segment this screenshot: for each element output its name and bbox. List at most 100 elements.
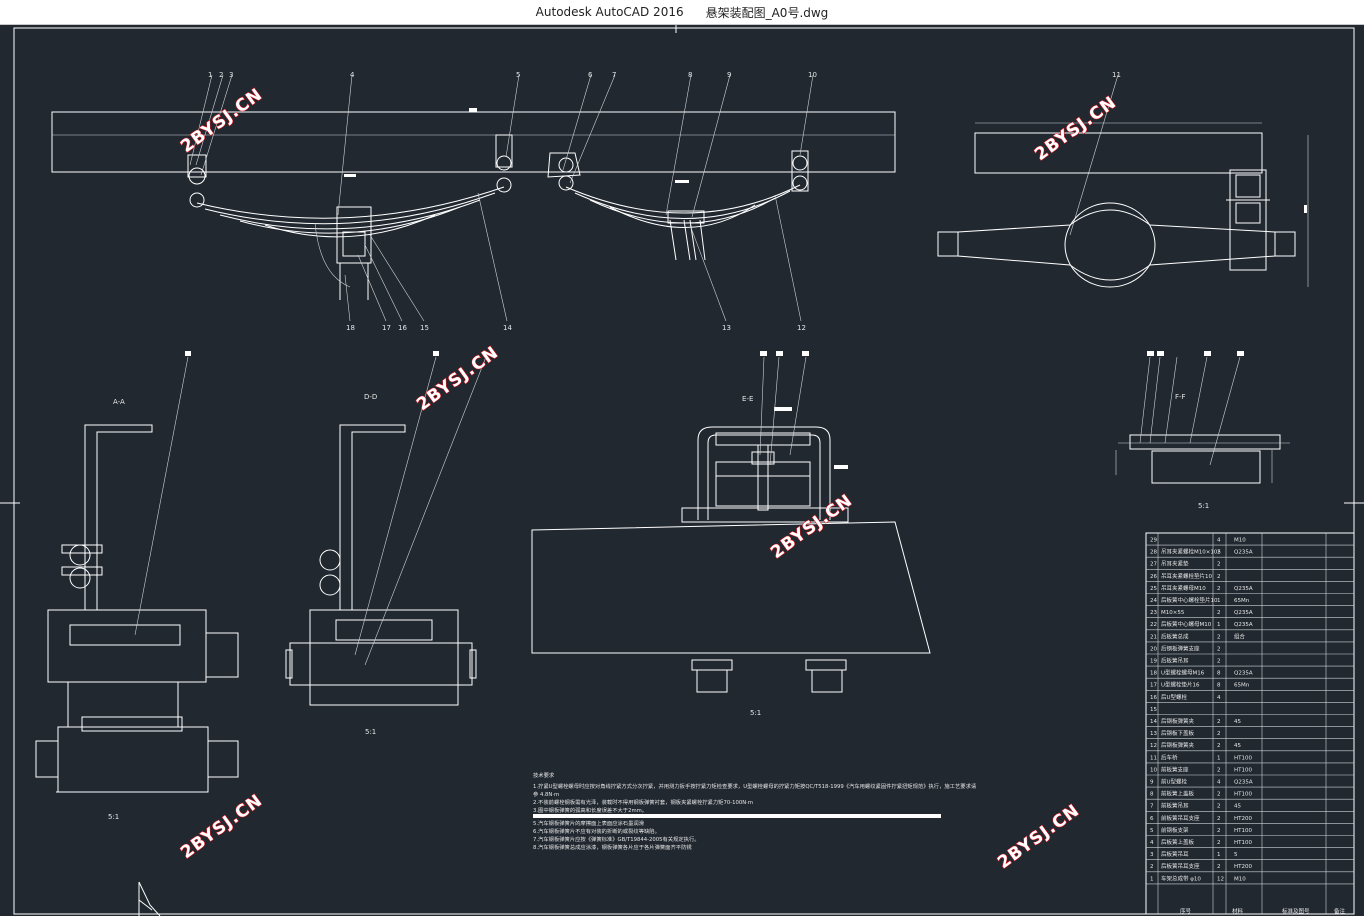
bom-cell-mat: HT200 [1234, 864, 1252, 870]
bom-cell-qty: 2 [1217, 840, 1221, 846]
bom-cell-mat: HT100 [1234, 828, 1252, 834]
leader-number: 15 [420, 324, 429, 332]
bom-cell-qty: 2 [1217, 550, 1221, 556]
bom-cell-name: 前板簧上盖板 [1161, 790, 1195, 798]
bom-cell-qty: 2 [1217, 562, 1221, 568]
bom-cell-qty: 1 [1217, 598, 1221, 604]
leader-lines-top: 1 2 3 4 5 6 7 8 9 10 11 [189, 71, 1121, 236]
watermark-text: 2BYSJ.CN [177, 84, 266, 157]
bom-cell-mat: 65Mn [1234, 598, 1250, 604]
bom-cell-no: 10 [1150, 767, 1157, 773]
bom-cell-name: 前板簧支座 [1161, 765, 1189, 773]
bom-cell-name: 前板簧吊耳支座 [1161, 814, 1200, 822]
bom-header: 序号 [1180, 907, 1192, 915]
bom-cell-no: 25 [1150, 586, 1157, 592]
bom-cell-no: 17 [1150, 683, 1157, 689]
leader-number: 9 [727, 71, 731, 79]
notes-line: 2.不装前螺栓钢板需有光泽，装载时不得用钢板弹簧衬套，钢板夹紧螺栓拧紧力矩70-… [533, 798, 753, 806]
bom-cell-mat: 45 [1234, 719, 1241, 725]
scale-label: 5:1 [365, 728, 376, 736]
bom-cell-name: 后板簧上盖板 [1161, 838, 1195, 846]
bom-cell-name: 吊耳夹紧螺母M10 [1161, 584, 1206, 592]
bom-cell-mat: Q235A [1234, 550, 1253, 556]
bom-cell-mat: HT100 [1234, 767, 1252, 773]
rear-axle-view [937, 122, 1309, 288]
file-name: 悬架装配图_A0号.dwg [705, 5, 829, 20]
bom-cell-no: 9 [1150, 780, 1154, 786]
bom-cell-qty: 4 [1217, 780, 1221, 786]
drawing-canvas[interactable]: 1 2 3 4 5 6 7 8 9 10 11 18 17 16 15 14 1… [0, 25, 1364, 916]
bom-cell-no: 28 [1150, 550, 1157, 556]
notes-line: 6.汽车钢板弹簧片不应有对装的折断的或裂纹等缺陷。 [533, 827, 660, 835]
bom-cell-qty: 2 [1217, 804, 1221, 810]
section-d-view: D-D 5:1 [285, 351, 487, 736]
bom-cell-name: 后板簧中心螺栓垫片10 [1161, 596, 1218, 604]
bom-cell-mat: HT200 [1234, 816, 1252, 822]
bom-cell-no: 20 [1150, 646, 1157, 652]
leader-number: 2 [219, 71, 223, 79]
bom-cell-name: 后板簧吊耳 [1161, 850, 1189, 858]
bom-cell-no: 3 [1150, 852, 1154, 858]
section-a-view: A-A 5:1 [35, 351, 239, 821]
bom-cell-no: 7 [1150, 804, 1154, 810]
section-label: E-E [742, 395, 753, 403]
bom-cell-qty: 1 [1217, 622, 1221, 628]
bom-cell-no: 4 [1150, 840, 1154, 846]
drawing-border [13, 27, 1355, 915]
bom-cell-no: 27 [1150, 562, 1157, 568]
bom-header: 标准及图号 [1282, 907, 1310, 915]
bom-header: 备注 [1334, 907, 1346, 915]
bom-cell-no: 29 [1150, 538, 1157, 544]
bom-cell-no: 26 [1150, 574, 1157, 580]
bom-cell-no: 22 [1150, 622, 1157, 628]
bom-cell-name: 后钢板下盖板 [1161, 729, 1195, 737]
section-label: F-F [1175, 393, 1186, 401]
bom-cell-name: U型螺栓垫片16 [1161, 681, 1200, 689]
bom-cell-name: 后板簧中心螺母M10 [1161, 620, 1212, 628]
bom-cell-no: 2 [1150, 864, 1154, 870]
bom-cell-no: 14 [1150, 719, 1157, 725]
leader-number: 18 [346, 324, 355, 332]
bom-cell-mat: HT100 [1234, 840, 1252, 846]
leader-number: 10 [808, 71, 817, 79]
bom-cell-mat: M10 [1234, 876, 1246, 882]
section-f-view: F-F 5:1 [1115, 351, 1290, 510]
leader-number: 16 [398, 324, 407, 332]
notes-title: 技术要求 [533, 771, 555, 779]
bom-cell-no: 12 [1150, 743, 1157, 749]
leader-lines-bottom: 18 17 16 15 14 13 12 [344, 192, 806, 332]
bom-cell-qty: 2 [1217, 574, 1221, 580]
window-title-bar: Autodesk AutoCAD 2016 悬架装配图_A0号.dwg [0, 0, 1364, 25]
app-title: Autodesk AutoCAD 2016 [535, 5, 684, 19]
bom-cell-qty: 2 [1217, 864, 1221, 870]
watermark-text: 2BYSJ.CN [413, 342, 502, 415]
section-label: A-A [113, 398, 125, 406]
bom-cell-mat: Q235A [1234, 671, 1253, 677]
bom-cell-no: 5 [1150, 828, 1154, 834]
leader-number: 6 [588, 71, 593, 79]
bom-cell-mat: 65Mn [1234, 683, 1250, 689]
bom-cell-mat: HT100 [1234, 755, 1252, 761]
scale-label: 5:1 [108, 813, 119, 821]
watermark-text: 2BYSJ.CN [994, 800, 1083, 873]
bom-cell-name: M10×55 [1161, 610, 1185, 616]
bom-cell-name: 前板簧吊耳 [1161, 802, 1189, 810]
bom-cell-mat: Q235A [1234, 586, 1253, 592]
notes-line: 3.图中钢板弹簧的弧高和长度误差不大于2mm。 [533, 806, 647, 814]
leader-number: 5 [516, 71, 520, 79]
notes-line: 参 4.8N·m [533, 790, 559, 798]
bom-cell-no: 18 [1150, 671, 1157, 677]
leader-number: 1 [208, 71, 212, 79]
watermark-text: 2BYSJ.CN [177, 790, 266, 863]
notes-line: 5.汽车钢板弹簧片的摩擦面上表面应涂石墨润滑 [533, 819, 645, 827]
bom-cell-mat: 45 [1234, 743, 1241, 749]
notes-line: 8.汽车钢板弹簧总成应涂漆，钢板弹簧各片应于各片弹簧面齐平防锈 [533, 843, 692, 851]
scale-label: 5:1 [750, 709, 761, 717]
section-label: D-D [364, 393, 377, 401]
bom-cell-qty: 4 [1217, 538, 1221, 544]
ucs-icon [138, 881, 161, 916]
watermark-text: 2BYSJ.CN [1031, 92, 1120, 165]
leader-number: 7 [612, 71, 616, 79]
